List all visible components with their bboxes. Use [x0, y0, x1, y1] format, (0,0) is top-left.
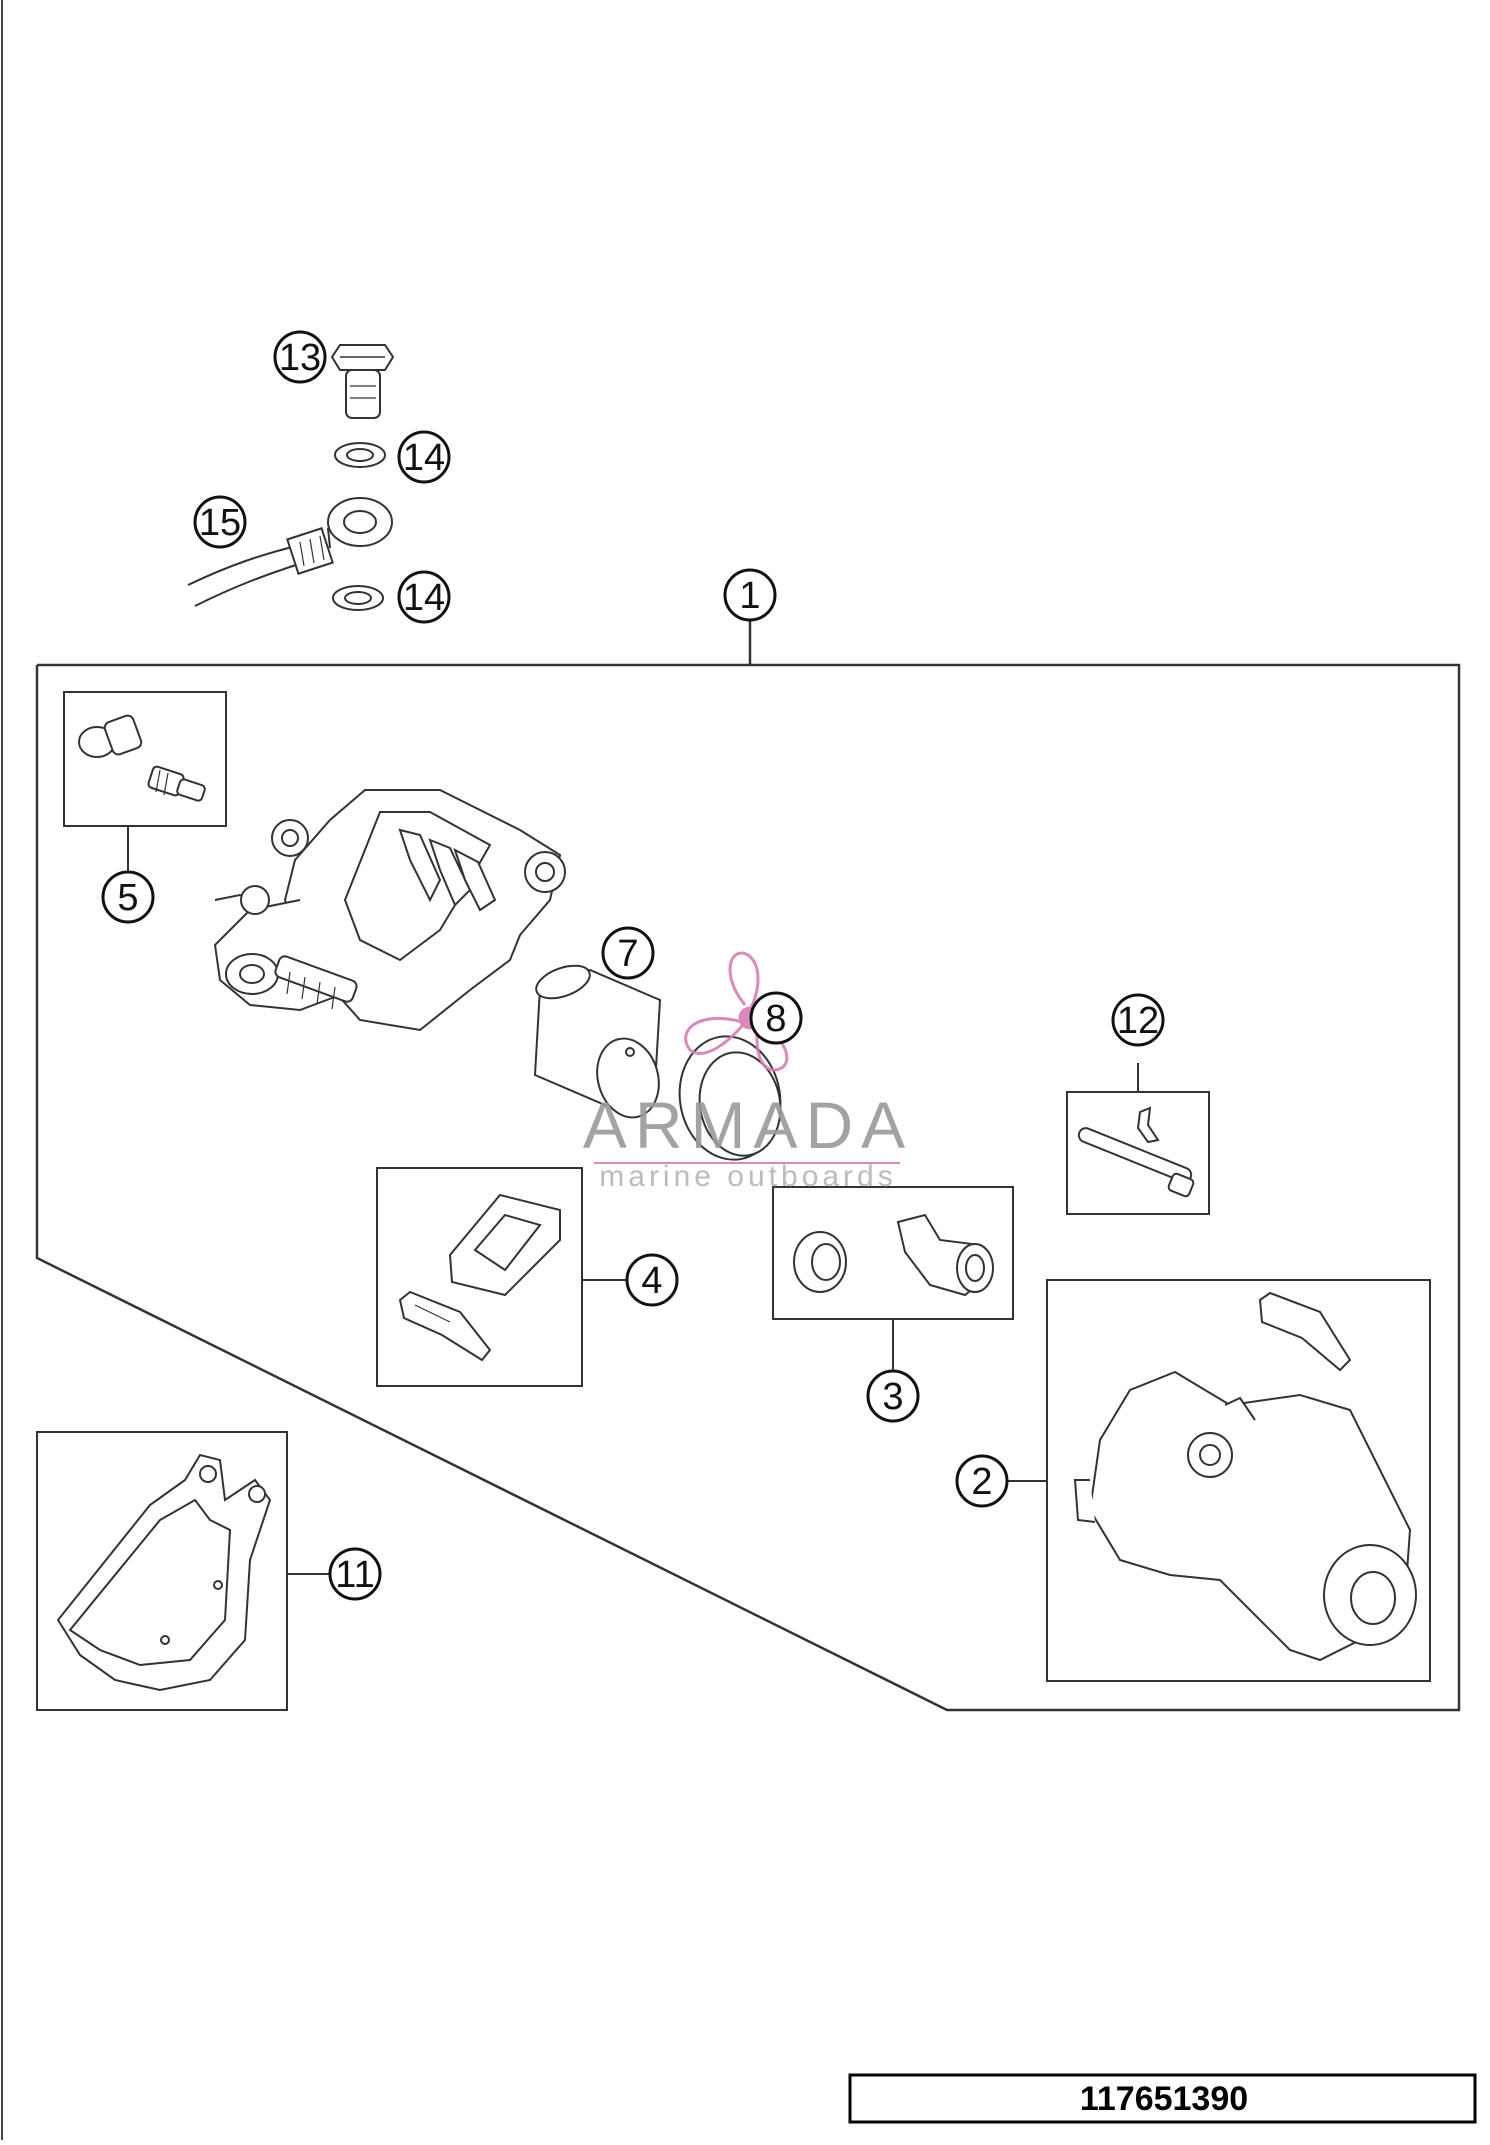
callout-5: 5 — [101, 870, 155, 924]
callout-2: 2 — [955, 1454, 1009, 1508]
callout-14-lower: 14 — [397, 570, 451, 624]
callout-1: 1 — [723, 568, 777, 622]
callout-label-14-upper: 14 — [403, 437, 445, 479]
callout-label-11: 11 — [335, 1554, 374, 1596]
watermark-tagline: marine outboards — [599, 1160, 896, 1193]
box-3 — [376, 1167, 583, 1387]
box-5 — [63, 691, 227, 827]
callout-label-14-lower: 14 — [403, 577, 445, 619]
brake-pads-part — [56, 1453, 272, 1692]
banjo-bolt-part — [330, 344, 395, 419]
callout-13: 13 — [273, 330, 327, 384]
part-number-label: 117651390 — [1080, 2080, 1248, 2118]
bleeder-valve-part — [78, 714, 206, 802]
watermark-brand: ARMADA — [583, 1088, 913, 1162]
callout-label-7: 7 — [617, 933, 638, 975]
callout-15: 15 — [193, 495, 247, 549]
copper-washer-lower — [332, 585, 384, 611]
caliper-housing-part — [213, 789, 566, 1032]
callout-8: 8 — [749, 991, 803, 1045]
callout-label-2: 2 — [971, 1461, 992, 1503]
copper-washer-upper — [334, 442, 386, 468]
callout-label-13: 13 — [279, 337, 321, 379]
callout-12: 12 — [1111, 993, 1165, 1047]
part-number-box: 117651390 — [848, 2073, 1477, 2124]
assembly-boundary — [35, 663, 1461, 1712]
callout-label-5: 5 — [117, 877, 138, 919]
piston-seal-part — [678, 1035, 782, 1161]
callout-label-3: 4 — [641, 1260, 662, 1302]
callout-label-1: 1 — [739, 575, 760, 617]
piston-part — [533, 964, 662, 1119]
callout-14-upper: 14 — [397, 430, 451, 484]
callout-label-15: 15 — [199, 502, 241, 544]
pad-pin-part — [1077, 1106, 1195, 1198]
callout-label-4: 3 — [882, 1376, 903, 1418]
caliper-carrier-part — [1073, 1291, 1417, 1662]
guide-bushing-part — [793, 1213, 994, 1297]
brake-hose-part — [187, 497, 393, 607]
callout-7: 7 — [601, 926, 655, 980]
callout-3: 4 — [625, 1253, 679, 1307]
pad-spring-part — [398, 1193, 561, 1362]
callout-label-12: 12 — [1117, 1000, 1159, 1042]
box-11 — [36, 1431, 288, 1711]
callout-label-8: 8 — [765, 998, 786, 1040]
callout-4: 3 — [866, 1369, 920, 1423]
armada-watermark-logo: ARMADA marine outboards — [583, 951, 913, 1193]
callout-11: 11 — [328, 1547, 382, 1601]
